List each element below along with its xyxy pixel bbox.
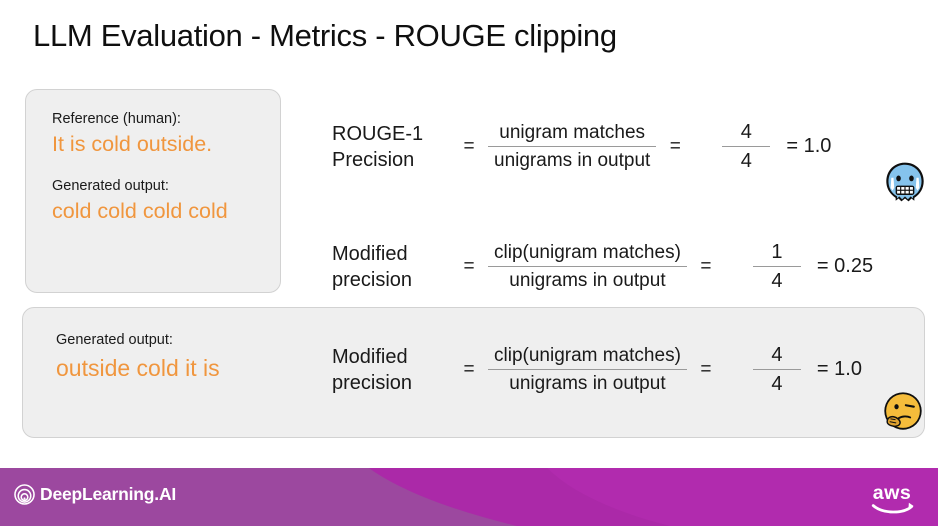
generated-text: outside cold it is: [56, 355, 220, 382]
equals-sign-2: =: [700, 255, 712, 277]
reference-text: It is cold outside.: [52, 132, 213, 157]
fraction-expression: clip(unigram matches) unigrams in output: [488, 344, 687, 395]
equation-label-line1: ROUGE-1: [332, 122, 424, 145]
fraction-numerator: clip(unigram matches): [494, 242, 681, 264]
equation-label: Modified precision: [332, 241, 450, 294]
fraction-value-denominator: 4: [771, 270, 783, 293]
cold-face-emoji: [882, 159, 928, 205]
fraction-expression: clip(unigram matches) unigrams in output: [488, 241, 687, 292]
fraction-numerator: unigram matches: [499, 122, 646, 144]
clipped-example-card: Generated output: outside cold it is: [22, 307, 925, 438]
fraction-numerator: clip(unigram matches): [494, 345, 681, 367]
fraction-value: 4 4: [752, 343, 801, 397]
equals-sign-1: =: [463, 135, 475, 157]
generated-label: Generated output:: [56, 332, 173, 348]
fraction-denominator: unigrams in output: [509, 270, 666, 292]
equation-label-line1: Modified: [332, 242, 408, 265]
clipped-example-content: Generated output: outside cold it is: [56, 331, 220, 383]
reference-example-card: Reference (human): It is cold outside. G…: [25, 89, 281, 293]
fraction-value-bar: [752, 369, 801, 371]
equals-sign-2: =: [669, 135, 681, 157]
thinking-face-emoji: [880, 388, 926, 434]
fraction-expression: unigram matches unigrams in output: [488, 121, 657, 172]
page-title: LLM Evaluation - Metrics - ROUGE clippin…: [33, 18, 617, 53]
equation-label-line2: precision: [332, 371, 413, 394]
equation-row-modified-precision: Modified precision = clip(unigram matche…: [332, 240, 873, 294]
footer-bar: DeepLearning.AI aws: [0, 468, 938, 526]
equation-label: ROUGE-1 Precision: [332, 121, 450, 174]
spacer: [52, 158, 228, 177]
svg-text:aws: aws: [873, 482, 912, 504]
fraction-value-denominator: 4: [771, 373, 783, 396]
equals-sign-1: =: [463, 255, 475, 277]
equation-label-line2: Precision: [332, 148, 415, 171]
fraction-bar: [488, 266, 687, 268]
fraction-denominator: unigrams in output: [494, 150, 651, 172]
fraction-denominator: unigrams in output: [509, 373, 666, 395]
equation-label-line1: Modified: [332, 345, 408, 368]
equation-row-modified-precision-clipped: Modified precision = clip(unigram matche…: [332, 343, 862, 397]
deeplearning-ai-logo: DeepLearning.AI: [14, 484, 176, 505]
fraction-bar: [488, 369, 687, 371]
fraction-value: 1 4: [752, 240, 801, 294]
generated-label: Generated output:: [52, 177, 169, 194]
fraction-value-numerator: 4: [771, 344, 783, 366]
fraction-value-numerator: 1: [771, 241, 783, 263]
fraction-value-numerator: 4: [740, 121, 752, 143]
fraction-bar: [488, 146, 657, 148]
spiral-logo-icon: [14, 484, 35, 505]
equation-result: = 1.0: [786, 135, 832, 158]
reference-label: Reference (human):: [52, 111, 181, 127]
fraction-value-bar: [722, 146, 771, 148]
fraction-value-bar: [752, 266, 801, 268]
reference-example-content: Reference (human): It is cold outside. G…: [52, 110, 228, 225]
equation-label: Modified precision: [332, 344, 450, 397]
equals-sign-2: =: [700, 358, 712, 380]
equation-label-line2: precision: [332, 268, 413, 291]
aws-logo: aws: [862, 480, 922, 518]
equation-result: = 1.0: [816, 358, 862, 381]
deeplearning-ai-wordmark: DeepLearning.AI: [40, 484, 177, 504]
fraction-value-denominator: 4: [740, 150, 752, 173]
equation-row-rouge1-precision: ROUGE-1 Precision = unigram matches unig…: [332, 120, 831, 174]
equation-result: = 0.25: [816, 255, 874, 278]
fraction-value: 4 4: [722, 120, 771, 174]
generated-text: cold cold cold cold: [52, 199, 228, 224]
equals-sign-1: =: [463, 358, 475, 380]
